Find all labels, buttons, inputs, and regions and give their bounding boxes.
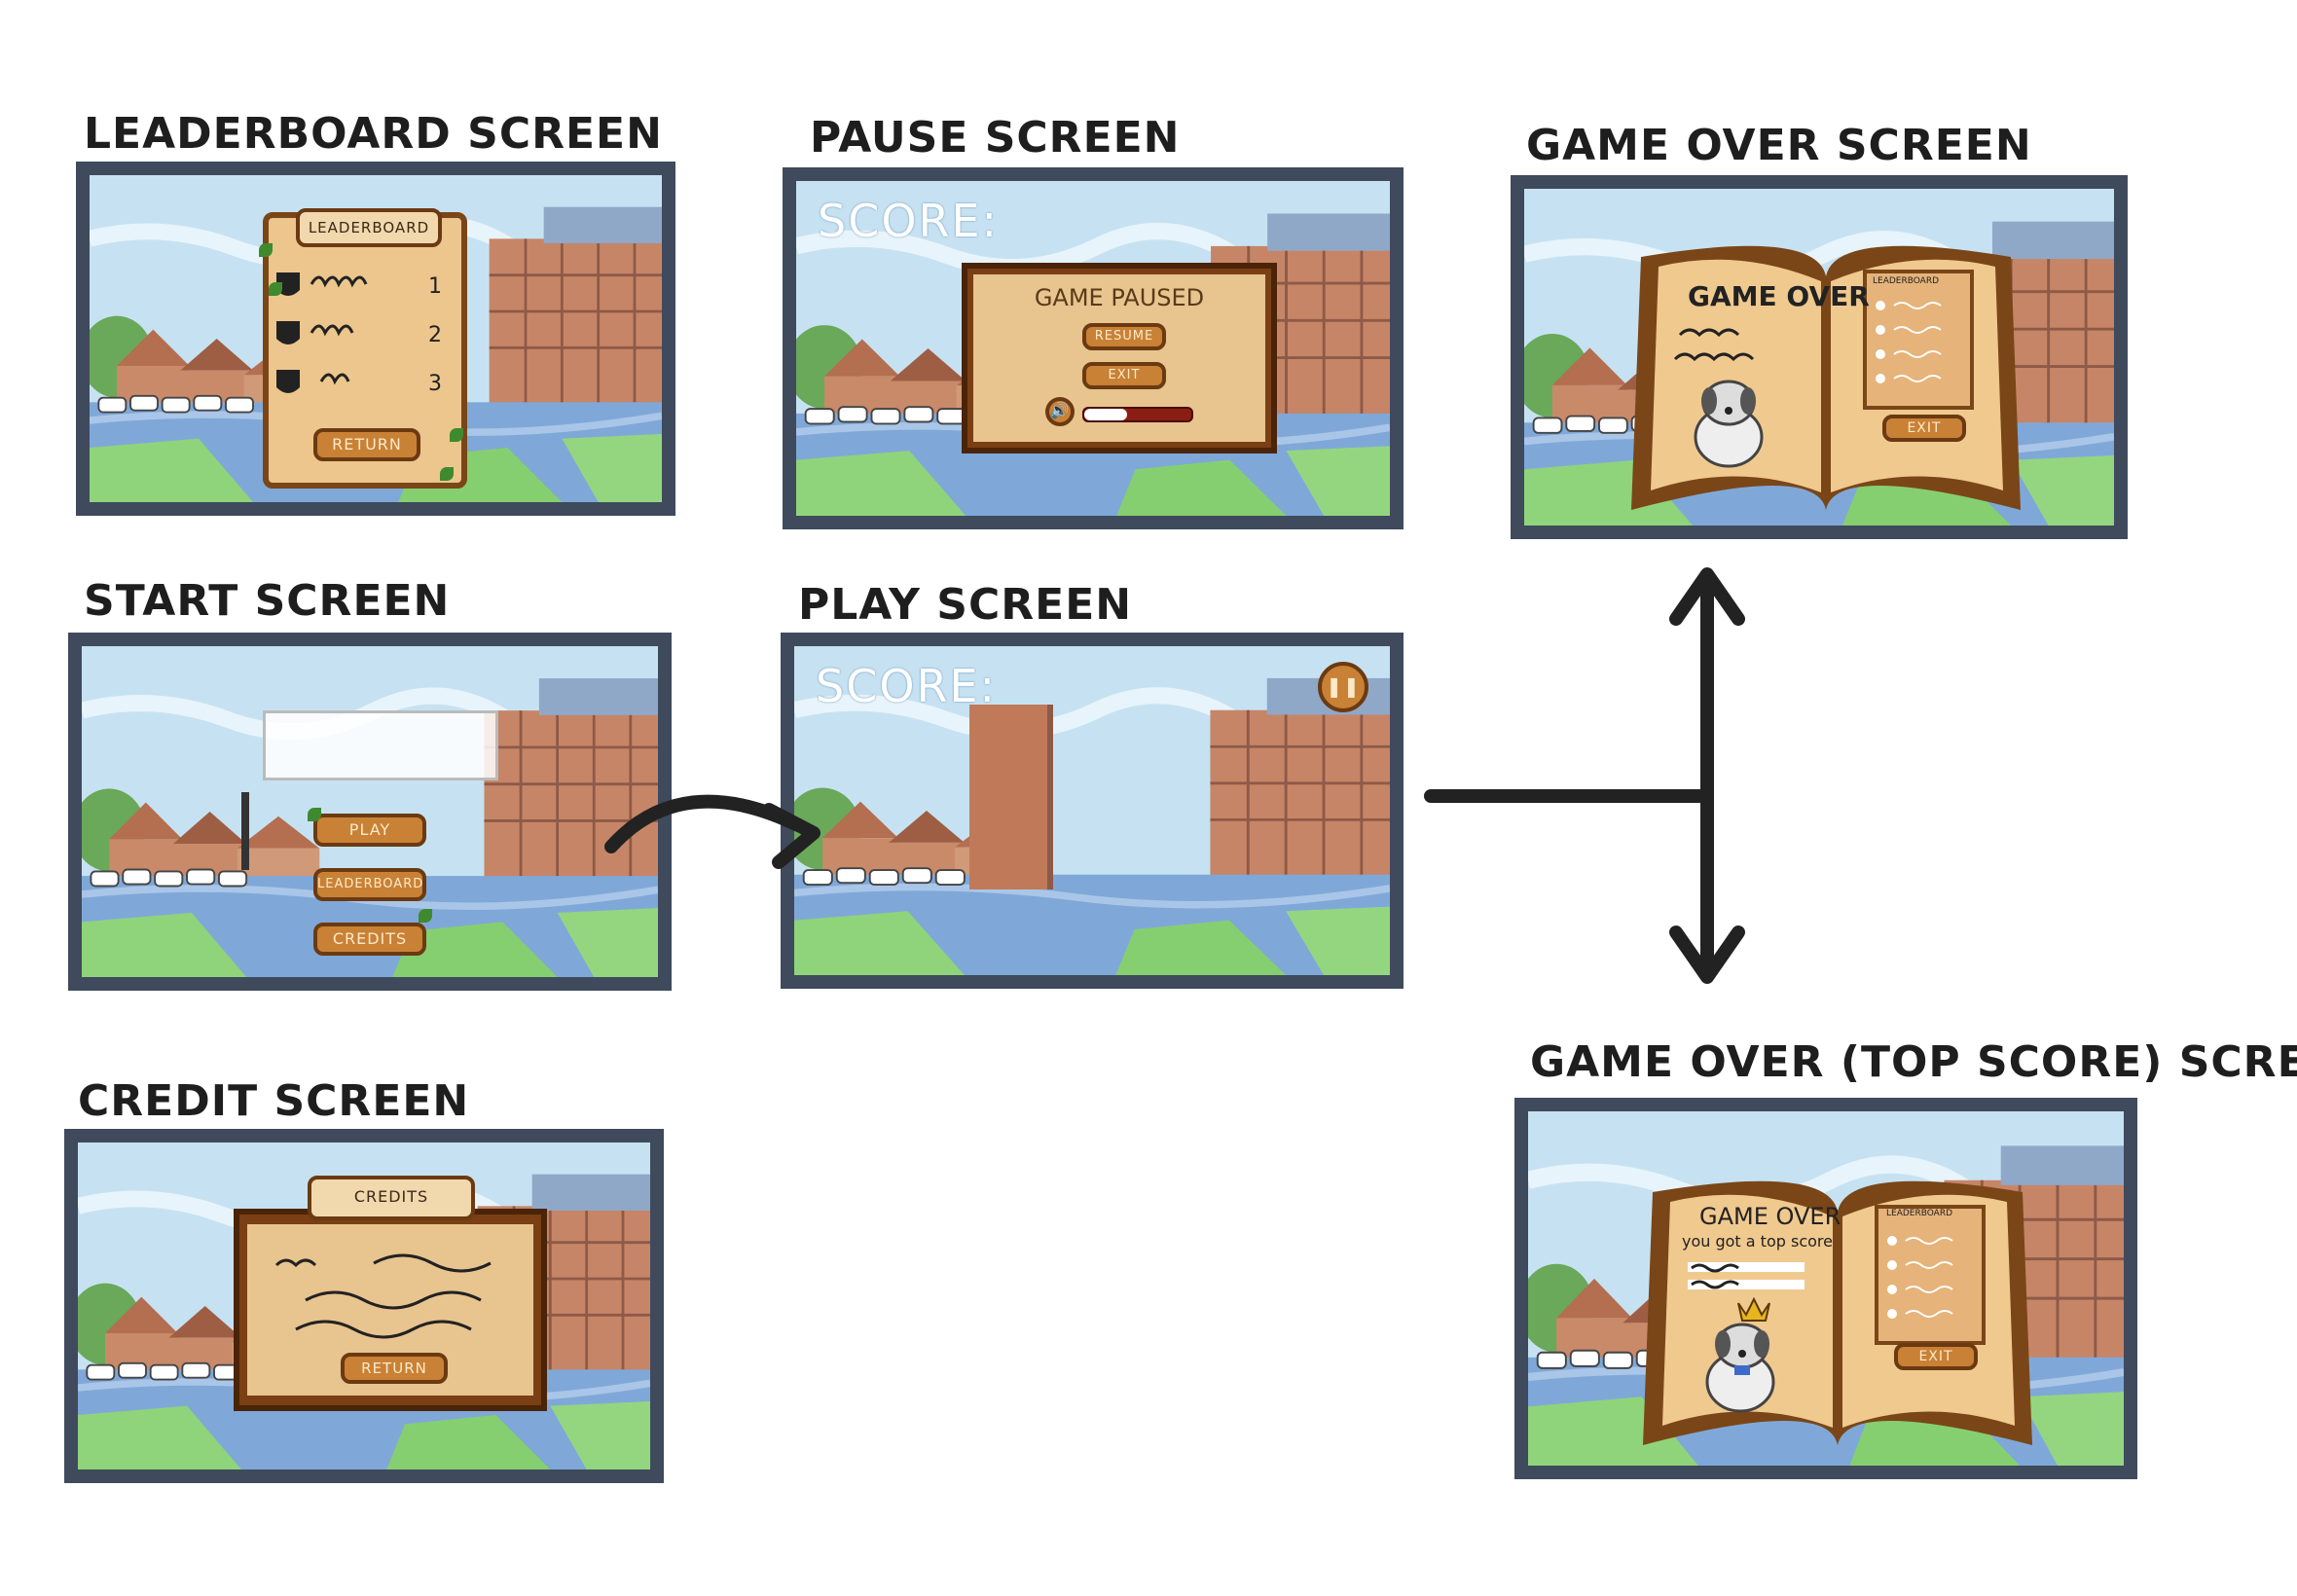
arrow-head-up — [1669, 567, 1745, 626]
credits-panel: RETURN — [234, 1209, 547, 1411]
vine-leaf — [308, 808, 321, 821]
game-over-top-screen: GAME OVER you got a top score LEADERBOAR… — [1514, 1098, 2137, 1479]
pause-panel-inner: GAME PAUSED RESUME EXIT 🔊 — [973, 274, 1265, 442]
scribble-name — [319, 373, 350, 385]
vine-leaf — [419, 909, 432, 923]
shield-icon — [276, 321, 300, 345]
scribble-name — [310, 275, 368, 288]
game-over-screen-title: GAME OVER SCREEN — [1526, 121, 2032, 170]
pause-button[interactable]: ❚❚ — [1318, 662, 1368, 712]
pause-panel: GAME PAUSED RESUME EXIT 🔊 — [962, 263, 1277, 453]
credits-panel-title: CREDITS — [308, 1176, 475, 1220]
rank-3: 3 — [428, 372, 442, 396]
game-logo-box — [263, 710, 498, 780]
open-book — [1643, 1180, 2032, 1445]
credits-text-scribbles — [274, 1253, 492, 1339]
credit-screen: RETURN CREDITS — [64, 1129, 664, 1483]
side-leaderboard-title: LEADERBOARD — [1873, 276, 1940, 286]
scribble — [1673, 352, 1755, 362]
game-over-screen: GAME OVER LEADERBOARD EXIT — [1511, 175, 2128, 539]
vine-leaf — [259, 243, 273, 257]
arrow-head — [762, 803, 820, 869]
shield-icon — [276, 272, 300, 296]
scribble — [1678, 328, 1740, 338]
credits-panel-inner: RETURN — [247, 1224, 533, 1396]
side-leaderboard-title: LEADERBOARD — [1886, 1209, 1953, 1218]
return-button[interactable]: RETURN — [313, 428, 420, 461]
leaderboard-screen-title: LEADERBOARD SCREEN — [84, 109, 663, 159]
arrow-head-down — [1669, 925, 1745, 984]
leaderboard-entries — [276, 272, 368, 393]
pause-screen-title: PAUSE SCREEN — [810, 113, 1181, 163]
game-paused-heading: GAME PAUSED — [1034, 284, 1205, 311]
volume-level — [1084, 409, 1127, 420]
play-screen: SCORE: ❚❚ — [781, 633, 1404, 989]
lamp-post — [241, 792, 249, 870]
play-screen-title: PLAY SCREEN — [798, 580, 1133, 630]
play-button[interactable]: PLAY — [313, 814, 426, 847]
leaderboard-panel-title: LEADERBOARD — [296, 208, 442, 247]
return-button[interactable]: RETURN — [341, 1353, 448, 1384]
leaderboard-button[interactable]: LEADERBOARD — [313, 868, 426, 901]
dog-with-crown-icon — [1705, 1296, 1775, 1413]
vine-leaf — [440, 467, 454, 481]
shield-icon — [276, 370, 300, 393]
leaderboard-panel: LEADERBOARD 1 2 3 RETURN — [263, 208, 467, 489]
game-over-heading: GAME OVER — [1699, 1203, 1841, 1230]
rank-1: 1 — [428, 274, 442, 299]
game-over-heading: GAME OVER — [1688, 280, 1870, 312]
rank-2: 2 — [428, 323, 442, 347]
exit-button[interactable]: EXIT — [1082, 362, 1166, 389]
tower-building — [969, 705, 1053, 889]
scribble-name — [310, 324, 354, 337]
credits-button[interactable]: CREDITS — [313, 923, 426, 956]
leaderboard-screen: LEADERBOARD 1 2 3 RETURN — [76, 162, 675, 516]
pause-screen: SCORE: GAME PAUSED RESUME EXIT 🔊 — [783, 167, 1404, 529]
volume-icon[interactable]: 🔊 — [1045, 397, 1075, 426]
vine-leaf — [269, 282, 282, 296]
credit-screen-title: CREDIT SCREEN — [78, 1076, 470, 1126]
open-book — [1631, 245, 2021, 510]
exit-button[interactable]: EXIT — [1882, 415, 1966, 442]
start-screen-title: START SCREEN — [84, 576, 451, 626]
score-label: SCORE: — [818, 195, 1000, 247]
top-score-subheading: you got a top score — [1682, 1232, 1833, 1251]
volume-slider[interactable] — [1082, 407, 1193, 422]
exit-button[interactable]: EXIT — [1894, 1343, 1978, 1370]
start-screen: PLAY LEADERBOARD CREDITS — [68, 633, 672, 991]
game-over-top-screen-title: GAME OVER (TOP SCORE) SCREEN — [1530, 1037, 2297, 1087]
dog-mascot-icon — [1694, 380, 1764, 468]
score-label: SCORE: — [816, 660, 998, 712]
resume-button[interactable]: RESUME — [1082, 323, 1166, 350]
vine-leaf — [450, 428, 463, 442]
